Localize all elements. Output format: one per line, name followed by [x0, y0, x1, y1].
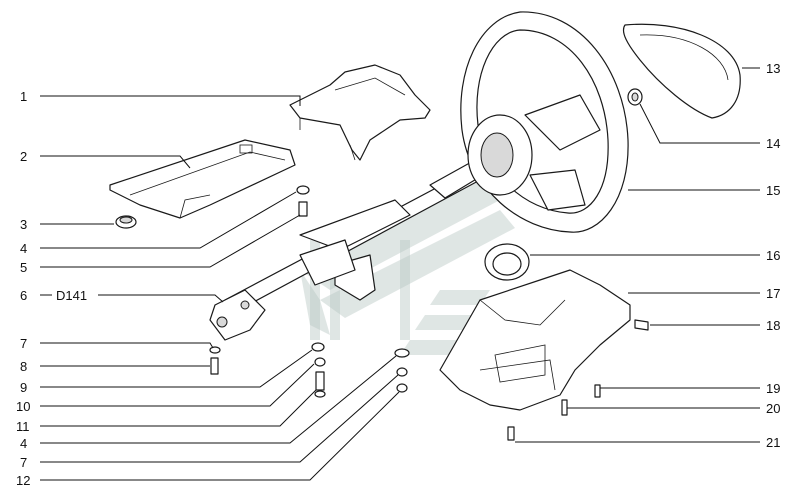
- callouts-right: 13 14 15 16 17 18 19 20 21: [766, 61, 780, 450]
- callout-18: 18: [766, 318, 780, 333]
- callout-10: 10: [16, 399, 30, 414]
- callout-17: 17: [766, 286, 780, 301]
- grommet: [115, 215, 137, 229]
- universal-joint: [209, 289, 266, 341]
- callout-8: 8: [20, 359, 27, 374]
- callout-15: 15: [766, 183, 780, 198]
- callouts-left: 1 2 3 4 5 6 D141 7 8 9 10 11 4 7 12: [16, 89, 87, 488]
- airbag-cover: [622, 23, 741, 119]
- callout-1: 1: [20, 89, 27, 104]
- fasteners-center: [311, 342, 326, 398]
- callout-16: 16: [766, 248, 780, 263]
- callout-4-lower: 4: [20, 436, 27, 451]
- callout-12: 12: [16, 473, 30, 488]
- callout-3: 3: [20, 217, 27, 232]
- steering-wheel: [460, 11, 629, 233]
- steering-column-shaft: [224, 159, 489, 313]
- callout-2: 2: [20, 149, 27, 164]
- leader-lines: [40, 67, 760, 481]
- callout-14: 14: [766, 136, 780, 151]
- callout-4-upper: 4: [20, 241, 27, 256]
- callout-19: 19: [766, 381, 780, 396]
- fasteners-right: [394, 348, 410, 393]
- contact-ring: [484, 243, 530, 281]
- callout-6-code: D141: [56, 288, 87, 303]
- callout-6: 6: [20, 288, 27, 303]
- callout-5: 5: [20, 260, 27, 275]
- washer-bolt-lower-left: [209, 346, 221, 375]
- callout-13: 13: [766, 61, 780, 76]
- upper-column-cover: [289, 64, 431, 161]
- callout-11: 11: [16, 419, 30, 434]
- callout-21: 21: [766, 435, 780, 450]
- callout-7-lower: 7: [20, 455, 27, 470]
- callout-7-upper: 7: [20, 336, 27, 351]
- callout-20: 20: [766, 401, 780, 416]
- lower-column-cover: [439, 269, 631, 411]
- fasteners-cover: [507, 319, 649, 441]
- washer-bolt-upper: [296, 185, 310, 217]
- mounting-bracket: [109, 139, 296, 219]
- steering-wheel-nut: [627, 88, 643, 106]
- callout-9: 9: [20, 380, 27, 395]
